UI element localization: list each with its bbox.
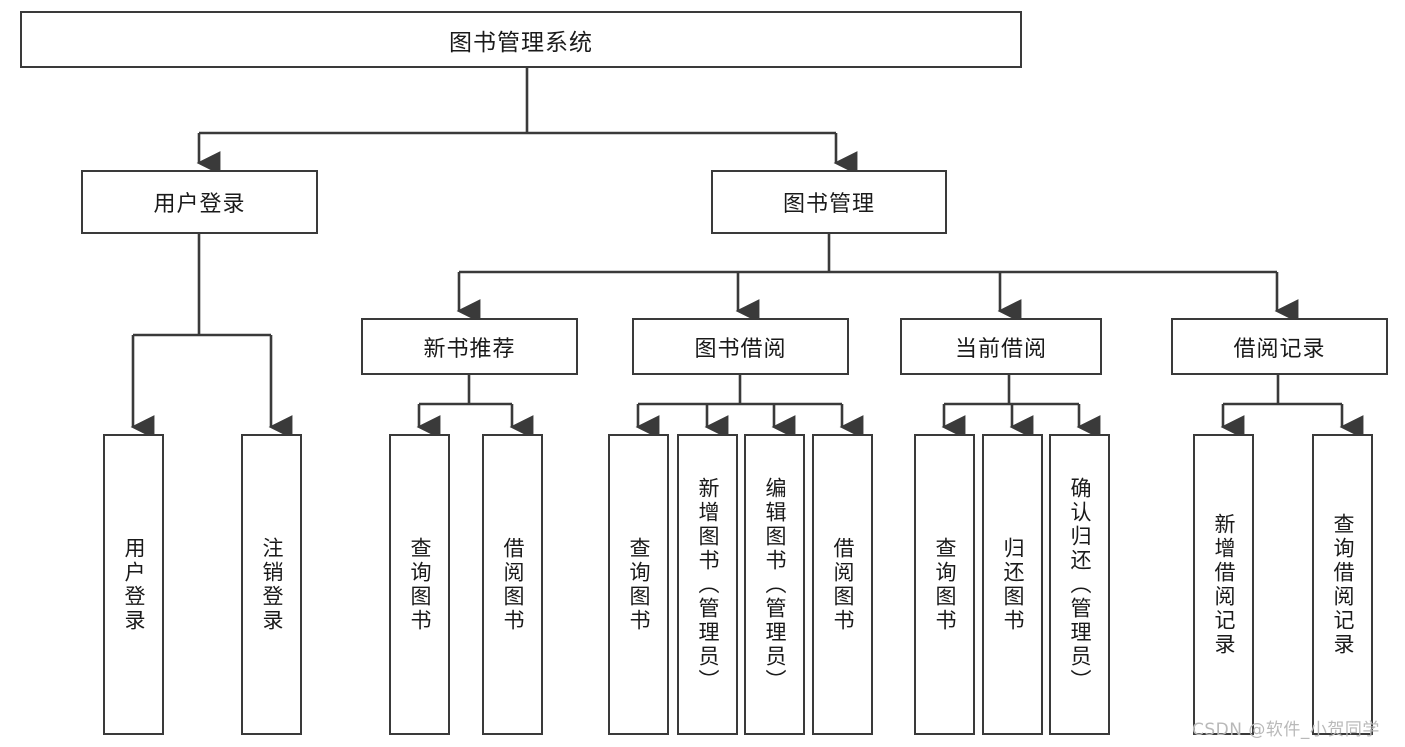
csdn-watermark: CSDN @软件_小贺同学 — [1192, 720, 1380, 740]
leaf-new-book-borrow-book[interactable]: 借阅图书 — [482, 434, 543, 735]
leaf-current-borrow-query-book[interactable]: 查询图书 — [914, 434, 975, 735]
leaf-user-login-logout[interactable]: 注销登录 — [241, 434, 302, 735]
leaf-user-login-login[interactable]: 用户登录 — [103, 434, 164, 735]
node-root-book-management-system[interactable]: 图书管理系统 — [20, 11, 1022, 68]
leaf-book-borrow-borrow-book[interactable]: 借阅图书 — [812, 434, 873, 735]
leaf-borrow-record-query-record[interactable]: 查询借阅记录 — [1312, 434, 1373, 735]
leaf-book-borrow-add-book-admin[interactable]: 新增图书（管理员） — [677, 434, 738, 735]
node-book-management[interactable]: 图书管理 — [711, 170, 947, 234]
node-new-book-recommend[interactable]: 新书推荐 — [361, 318, 578, 375]
leaf-current-borrow-return-book[interactable]: 归还图书 — [982, 434, 1043, 735]
node-user-login[interactable]: 用户登录 — [81, 170, 318, 234]
leaf-book-borrow-query-book[interactable]: 查询图书 — [608, 434, 669, 735]
leaf-current-borrow-confirm-return-admin[interactable]: 确认归还（管理员） — [1049, 434, 1110, 735]
leaf-borrow-record-add-record[interactable]: 新增借阅记录 — [1193, 434, 1254, 735]
leaf-new-book-query-book[interactable]: 查询图书 — [389, 434, 450, 735]
node-book-borrow[interactable]: 图书借阅 — [632, 318, 849, 375]
leaf-book-borrow-edit-book-admin[interactable]: 编辑图书（管理员） — [744, 434, 805, 735]
node-borrow-record[interactable]: 借阅记录 — [1171, 318, 1388, 375]
node-current-borrow[interactable]: 当前借阅 — [900, 318, 1102, 375]
